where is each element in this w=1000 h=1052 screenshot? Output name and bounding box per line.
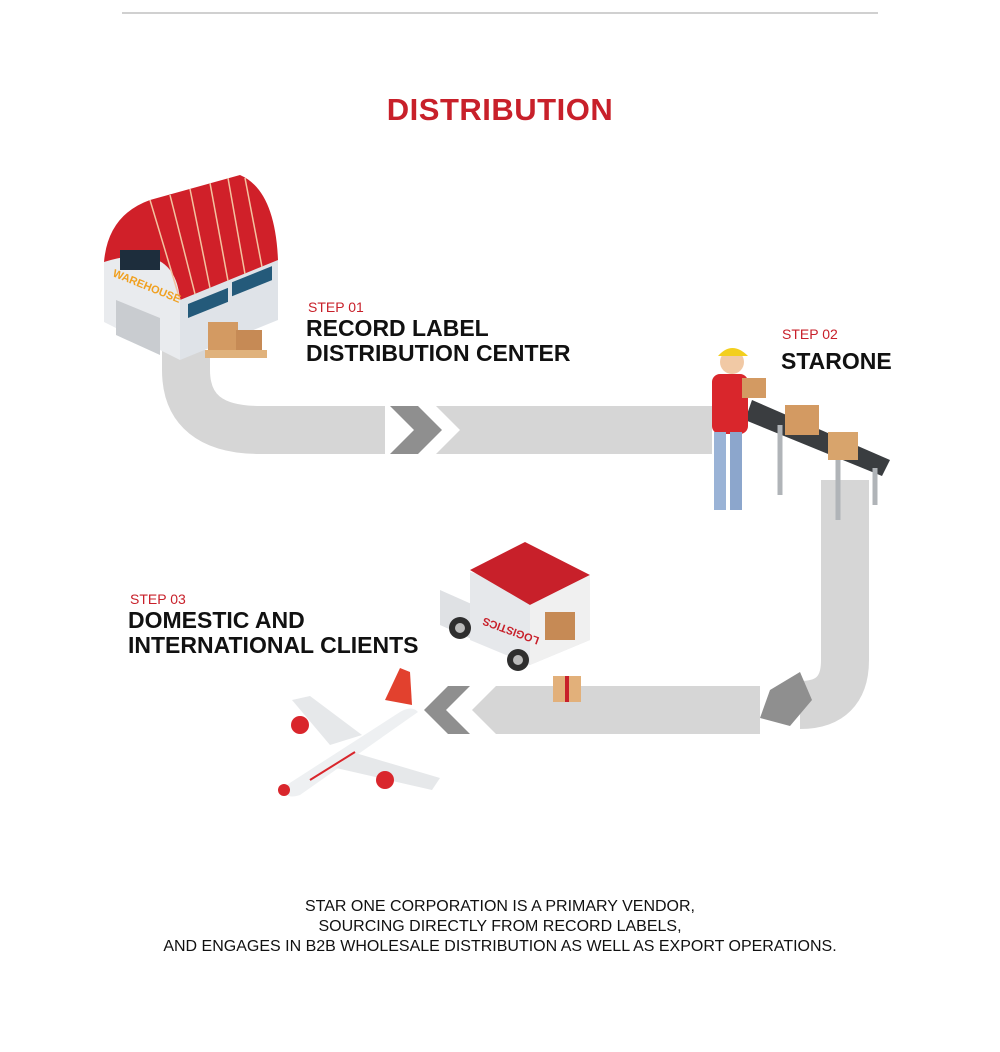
step-03-label: STEP 03 — [130, 591, 186, 607]
step-02-heading: STARONE — [781, 348, 892, 374]
footer-line-1: STAR ONE CORPORATION IS A PRIMARY VENDOR… — [305, 898, 695, 915]
step-01-heading: RECORD LABEL DISTRIBUTION CENTER — [306, 316, 571, 366]
airplane-illustration — [278, 668, 440, 797]
footer-line-3: AND ENGAGES IN B2B WHOLESALE DISTRIBUTIO… — [163, 938, 837, 955]
chevron-right-dark — [390, 406, 442, 454]
top-divider — [122, 12, 878, 14]
step-02-label: STEP 02 — [782, 326, 838, 342]
boxes-on-pallet — [205, 322, 267, 358]
chevron-down-dark — [760, 672, 812, 726]
step-03-heading: DOMESTIC AND INTERNATIONAL CLIENTS — [128, 608, 418, 658]
delivery-van-illustration: LOGISTICS — [440, 542, 590, 702]
flow-path-1 — [162, 350, 385, 454]
page-title: DISTRIBUTION — [386, 92, 614, 127]
conveyor-worker-illustration — [712, 348, 890, 520]
footer-description: STAR ONE CORPORATION IS A PRIMARY VENDOR… — [0, 897, 1000, 957]
step-03-heading-line2: INTERNATIONAL CLIENTS — [128, 632, 419, 658]
path-segment-arrow — [436, 406, 712, 454]
chevron-left-dark — [424, 686, 470, 734]
path-segment-arrow-left — [472, 686, 760, 734]
step-03-heading-line1: DOMESTIC AND — [128, 607, 305, 633]
step-01-label: STEP 01 — [308, 299, 364, 315]
warehouse-illustration: WAREHOUSE — [104, 175, 278, 360]
step-01-heading-line2: DISTRIBUTION CENTER — [306, 340, 571, 366]
step-01-heading-line1: RECORD LABEL — [306, 315, 489, 341]
flow-path-2 — [798, 480, 869, 729]
footer-line-2: SOURCING DIRECTLY FROM RECORD LABELS, — [318, 918, 682, 935]
